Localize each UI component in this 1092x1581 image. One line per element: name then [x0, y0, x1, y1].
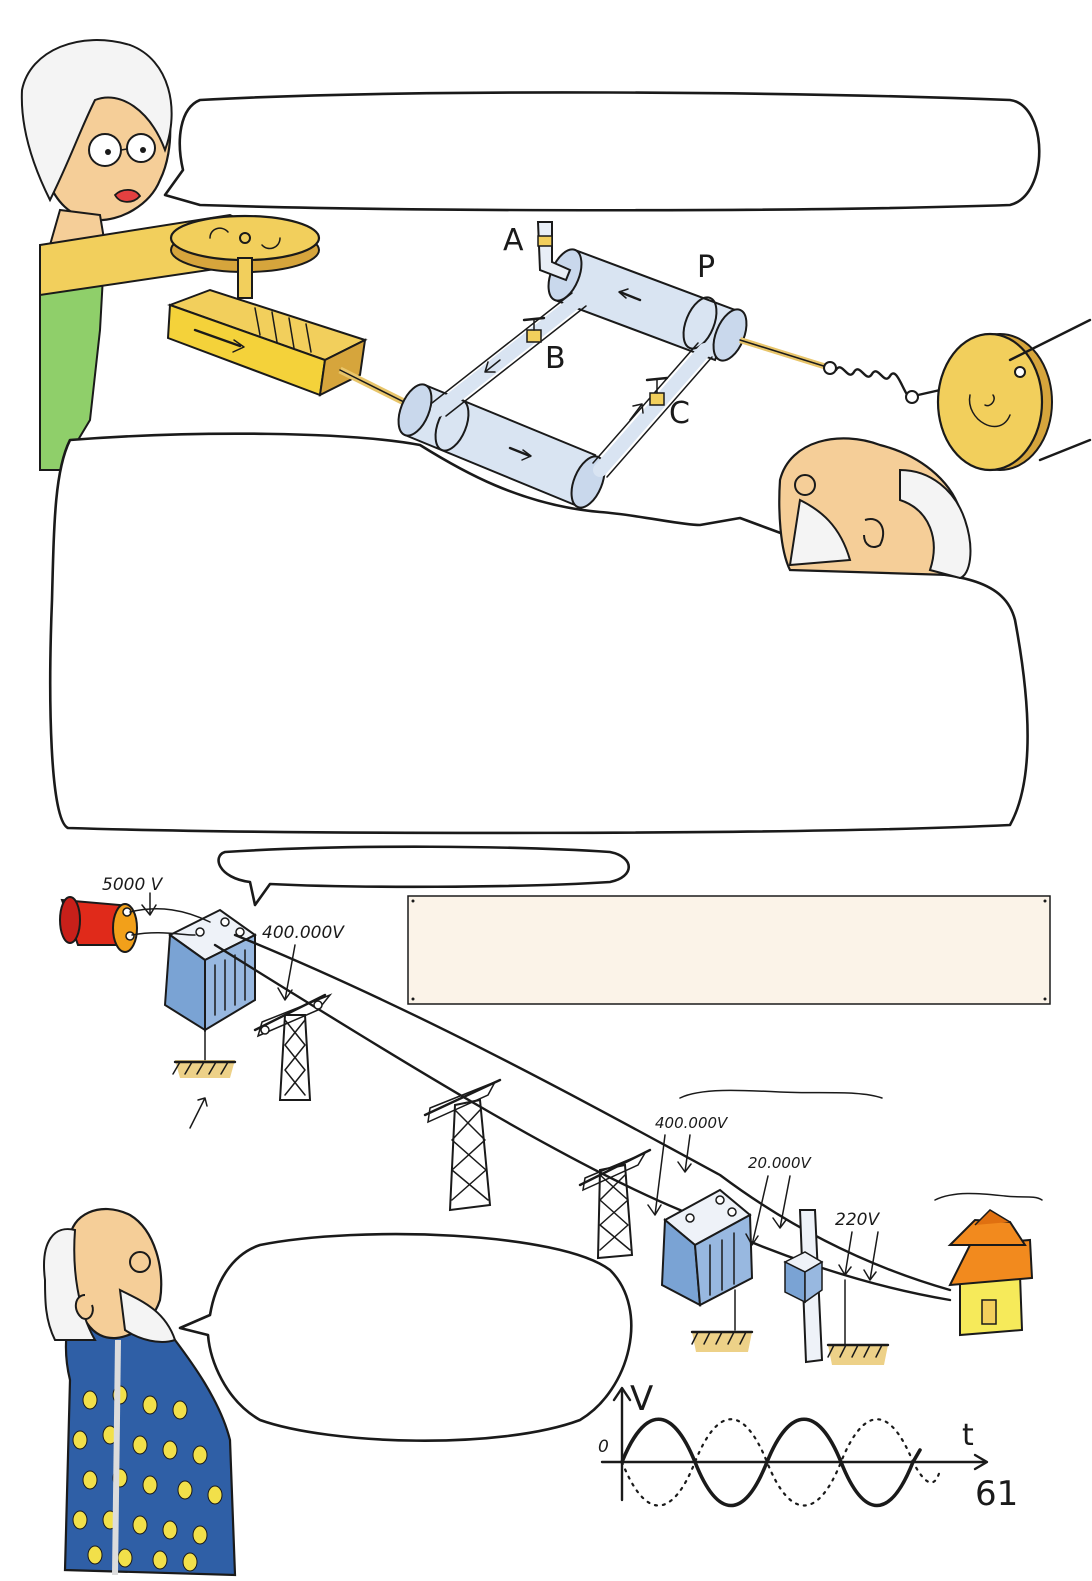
speech-bubble-large — [48, 432, 1029, 835]
house — [947, 1209, 1034, 1337]
voltage-time-graph: V t 0 — [598, 1379, 989, 1508]
old-man-top — [778, 437, 972, 580]
right-pulley — [936, 318, 1092, 472]
pump-machine: A P B C — [39, 213, 1092, 509]
voltage-generator: 5000 V — [102, 875, 164, 895]
graph-origin-label: 0 — [598, 1437, 609, 1457]
voltage-house: 220V — [835, 1210, 880, 1230]
ground-symbol-substation — [690, 1330, 890, 1365]
pylon-3 — [578, 1148, 652, 1260]
label-p: P — [697, 250, 715, 285]
valve-c — [645, 376, 669, 406]
page-number: 61 — [975, 1474, 1018, 1514]
rack-box — [166, 288, 368, 397]
pylon-2 — [423, 1078, 502, 1212]
old-man-bottom — [43, 1207, 237, 1577]
caption-box — [407, 895, 1051, 1005]
upper-cylinder — [547, 248, 748, 362]
speech-bubble-bottom — [178, 1232, 633, 1442]
ground-symbol — [172, 1060, 237, 1129]
voltage-line-in: 400.000V — [655, 1114, 729, 1132]
speech-bubble-small — [217, 845, 630, 907]
valve-b — [522, 316, 546, 343]
pole-transformer — [783, 1209, 846, 1364]
step-down-transformer — [660, 1188, 754, 1331]
label-c: C — [669, 396, 690, 431]
generator — [59, 896, 138, 953]
voltage-substation: 20.000V — [748, 1154, 812, 1172]
voltage-step-up: 400.000V — [262, 923, 345, 943]
step-up-transformer — [163, 908, 257, 1063]
label-a: A — [503, 223, 524, 258]
pylon-1 — [253, 993, 333, 1101]
speech-bubble-top — [163, 91, 1041, 212]
left-pulley — [169, 214, 321, 273]
graph-t-label: t — [962, 1418, 974, 1453]
graph-v-label: V — [630, 1379, 653, 1419]
label-b: B — [545, 341, 566, 376]
